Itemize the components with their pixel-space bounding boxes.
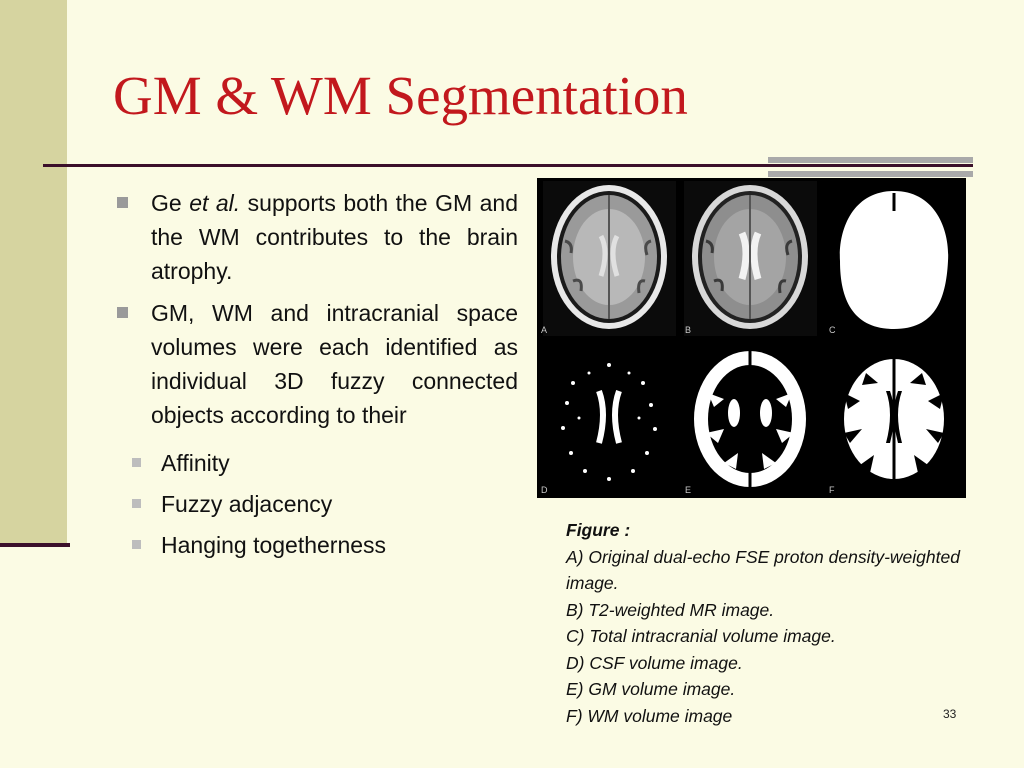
- mri-panel-d-image: [543, 343, 676, 495]
- sub-bullet-item: Affinity: [79, 448, 518, 478]
- bullet-text-pre: Ge: [151, 190, 190, 216]
- caption-line-d: D) CSF volume image.: [566, 652, 743, 673]
- sub-bullet-item: Fuzzy adjacency: [79, 489, 518, 519]
- caption-line-a: A) Original dual-echo FSE proton density…: [566, 546, 960, 594]
- sub-bullet-square-icon: [132, 458, 141, 467]
- mri-panel-f-image: [826, 343, 962, 495]
- sub-bullet-list: Affinity Fuzzy adjacency Hanging togethe…: [79, 448, 518, 560]
- bullet-square-icon: [117, 307, 128, 318]
- bullet-text-post: supports both the GM and the WM contribu…: [151, 190, 518, 284]
- title-rule-grey-top: [768, 157, 973, 163]
- caption-heading: Figure :: [566, 520, 631, 540]
- figure-caption: Figure : A) Original dual-echo FSE proto…: [566, 517, 1006, 729]
- panel-label-e: E: [685, 485, 692, 495]
- bullet-list: Ge et al. supports both the GM and the W…: [115, 186, 518, 571]
- caption-line-e: E) GM volume image.: [566, 679, 736, 699]
- mri-panel-a-image: [543, 181, 676, 336]
- mri-panel-e-image: [684, 343, 817, 495]
- sub-bullet-text: Fuzzy adjacency: [161, 491, 333, 517]
- slide-title: GM & WM Segmentation: [113, 65, 688, 126]
- panel-label-b: B: [685, 325, 692, 335]
- panel-label-d: D: [541, 485, 548, 495]
- caption-line-b: B) T2-weighted MR image.: [566, 599, 775, 620]
- sub-bullet-text: Affinity: [161, 450, 230, 476]
- sub-bullet-square-icon: [132, 499, 141, 508]
- bullet-square-icon: [117, 197, 128, 208]
- title-rule: [43, 164, 973, 167]
- panel-label-a: A: [541, 325, 548, 335]
- title-rule-grey-bottom: [768, 171, 973, 177]
- left-accent-underline: [0, 543, 70, 547]
- bullet-text: GM, WM and intracranial space volumes we…: [151, 300, 518, 428]
- caption-line-f: F) WM volume image: [566, 705, 733, 726]
- bullet-text-italic: et al.: [189, 190, 241, 216]
- mri-figure: A B C D E F: [537, 178, 966, 498]
- slide-page-number: 33: [943, 707, 957, 721]
- caption-line-c: C) Total intracranial volume image.: [566, 626, 836, 646]
- bullet-item-volumes: GM, WM and intracranial space volumes we…: [115, 296, 518, 432]
- sub-bullet-text: Hanging togetherness: [161, 532, 387, 558]
- sub-bullet-square-icon: [132, 540, 141, 549]
- left-accent-bar: [0, 0, 67, 547]
- panel-label-c: C: [829, 325, 836, 335]
- mri-panel-c-image: [826, 181, 962, 336]
- sub-bullet-item: Hanging togetherness: [79, 530, 518, 560]
- mri-panel-b-image: [684, 181, 817, 336]
- bullet-item-ge-et-al: Ge et al. supports both the GM and the W…: [115, 186, 518, 288]
- panel-label-f: F: [829, 485, 835, 495]
